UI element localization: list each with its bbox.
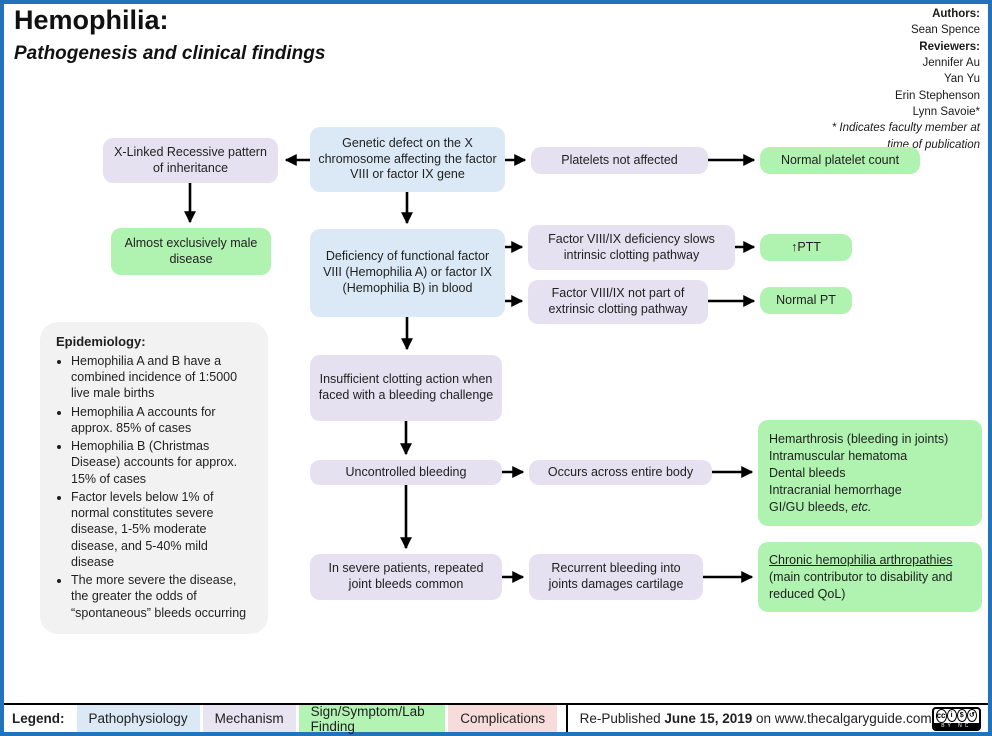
epidemiology-list: Hemophilia A and B have a combined incid… bbox=[56, 353, 254, 621]
cc-icon: cc bbox=[935, 708, 947, 723]
faculty-footnote: * Indicates faculty member at bbox=[831, 122, 980, 135]
epidemiology-bullet: Hemophilia A and B have a combined incid… bbox=[71, 353, 254, 402]
reviewer-name: Yan Yu bbox=[943, 73, 980, 86]
legend-item-complications: Complications bbox=[448, 705, 558, 732]
cc-sa-icon: ↺ bbox=[966, 709, 978, 722]
legend-item-mechanism: Mechanism bbox=[202, 705, 296, 732]
bleed-finding: Intramuscular hematoma bbox=[769, 448, 908, 463]
box-normal-pt: Normal PT bbox=[760, 287, 852, 314]
bleed-finding: Intracranial hemorrhage bbox=[769, 482, 902, 497]
authors-label: Authors: bbox=[932, 8, 980, 20]
bleed-finding: GI/GU bleeds,etc. bbox=[769, 499, 872, 514]
box-factor-deficiency: Deficiency of functional factor VIII (He… bbox=[310, 229, 505, 317]
title-block: Hemophilia: Pathogenesis and clinical fi… bbox=[14, 5, 326, 65]
reviewer-name: Jennifer Au bbox=[922, 56, 980, 69]
cc-caption: BY NC SA bbox=[933, 722, 979, 729]
author-name: Sean Spence bbox=[910, 24, 980, 37]
box-normal-platelet-count: Normal platelet count bbox=[760, 147, 920, 174]
box-platelets-not-affected: Platelets not affected bbox=[531, 147, 708, 174]
box-extrinsic-pathway: Factor VIII/IX not part of extrinsic clo… bbox=[528, 280, 708, 324]
box-bleed-findings: Hemarthrosis (bleeding in joints) Intram… bbox=[758, 420, 982, 526]
cc-nc-icon: $ bbox=[956, 709, 967, 722]
bleed-finding: Hemarthrosis (bleeding in joints) bbox=[769, 431, 949, 446]
epidemiology-bullet: Factor levels below 1% of normal constit… bbox=[71, 489, 254, 570]
page-subtitle: Pathogenesis and clinical findings bbox=[14, 42, 326, 64]
cc-license-badge: cc i $ ↺ BY NC SA bbox=[931, 706, 981, 731]
cc-icon-row: cc i $ ↺ bbox=[934, 708, 979, 723]
arthropathies-detail: (main contributor to disability and redu… bbox=[769, 569, 953, 601]
epidemiology-bullet: Hemophilia B (Christmas Disease) account… bbox=[71, 438, 254, 487]
box-recurrent-bleeding: Recurrent bleeding into joints damages c… bbox=[529, 554, 703, 600]
legend-bar: Legend: Pathophysiology Mechanism Sign/S… bbox=[4, 703, 988, 734]
box-entire-body: Occurs across entire body bbox=[529, 460, 712, 485]
box-insufficient-clotting: Insufficient clotting action when faced … bbox=[310, 355, 502, 421]
box-joint-bleeds: In severe patients, repeated joint bleed… bbox=[310, 554, 502, 600]
box-increased-ptt: ↑PTT bbox=[760, 234, 852, 261]
bleed-finding: Dental bleeds bbox=[769, 465, 846, 480]
arthropathies-title: Chronic hemophilia arthropathies bbox=[769, 552, 953, 567]
cc-by-icon: i bbox=[946, 709, 957, 722]
box-male-disease: Almost exclusively male disease bbox=[111, 228, 271, 275]
legend-label: Legend: bbox=[12, 711, 65, 726]
reviewers-label: Reviewers: bbox=[919, 40, 980, 53]
reviewer-name: Lynn Savoie* bbox=[912, 105, 980, 118]
reviewer-name: Erin Stephenson bbox=[894, 89, 980, 102]
box-genetic-defect: Genetic defect on the X chromosome affec… bbox=[310, 127, 505, 192]
epidemiology-bullet: Hemophilia A accounts for approx. 85% of… bbox=[71, 404, 254, 437]
epidemiology-note: Epidemiology: Hemophilia A and B have a … bbox=[40, 322, 268, 634]
box-chronic-arthropathies: Chronic hemophilia arthropathies (main c… bbox=[758, 542, 982, 612]
box-xlinked-recessive: X-Linked Recessive pattern of inheritanc… bbox=[103, 138, 278, 183]
legend-divider bbox=[566, 705, 568, 732]
page-title: Hemophilia: bbox=[14, 5, 169, 35]
box-intrinsic-pathway: Factor VIII/IX deficiency slows intrinsi… bbox=[528, 225, 735, 270]
box-uncontrolled-bleeding: Uncontrolled bleeding bbox=[310, 460, 502, 485]
credits-block: Authors: Sean Spence Reviewers: Jennifer… bbox=[832, 6, 980, 153]
republished-text: Re-Published June 15, 2019 on www.thecal… bbox=[579, 711, 932, 726]
epidemiology-bullet: The more severe the disease, the greater… bbox=[71, 572, 254, 621]
legend-item-pathophysiology: Pathophysiology bbox=[76, 705, 200, 732]
legend-item-sign-symptom: Sign/Symptom/Lab Finding bbox=[298, 704, 446, 734]
epidemiology-heading: Epidemiology: bbox=[56, 334, 146, 349]
